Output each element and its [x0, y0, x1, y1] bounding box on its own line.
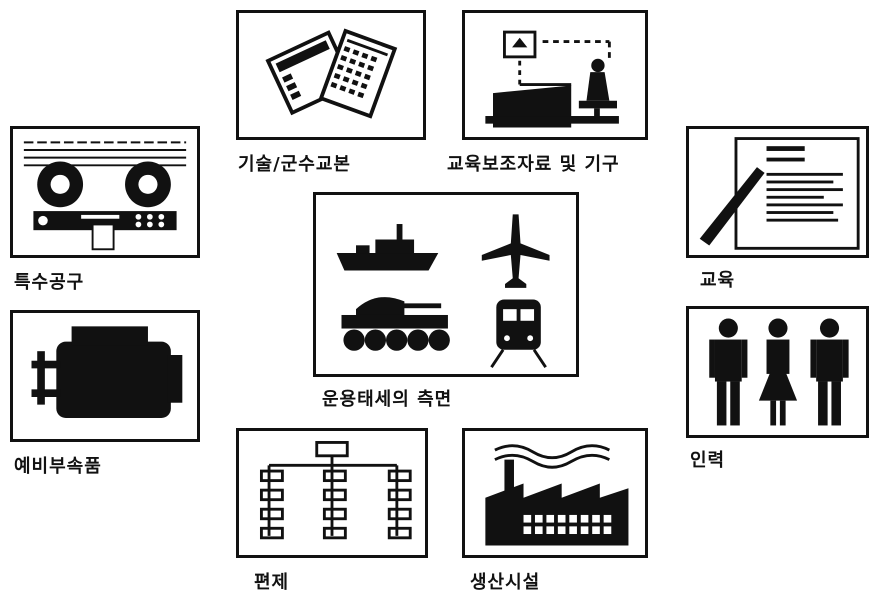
- reel-to-reel-icon: [23, 141, 187, 251]
- panel-manpower: [686, 306, 869, 438]
- label-spare-parts: 예비부속품: [14, 456, 102, 477]
- people-icon: [709, 318, 849, 426]
- label-center: 운용태세의 측면: [322, 389, 453, 410]
- panel-education: [686, 126, 869, 258]
- panel-organization: [236, 428, 428, 558]
- label-training-aids: 교육보조자료 및 기구: [447, 154, 620, 175]
- train-icon: [490, 299, 547, 369]
- label-education: 교육: [700, 270, 736, 291]
- panel-technical-manuals: [236, 10, 426, 140]
- panel-training-aids: [462, 10, 648, 140]
- panel-special-tools: [10, 126, 200, 258]
- label-organization: 편제: [254, 572, 290, 593]
- factory-icon: [485, 444, 629, 546]
- label-manpower: 인력: [690, 450, 726, 471]
- ship-icon: [336, 224, 439, 271]
- panel-production: [462, 428, 648, 558]
- manuals-icon: [265, 28, 398, 119]
- tank-icon: [341, 297, 450, 351]
- label-special-tools: 특수공구: [14, 272, 85, 293]
- document-pen-icon: [699, 137, 860, 250]
- airplane-icon: [481, 214, 550, 288]
- label-technical-manuals: 기술/군수교본: [238, 154, 351, 175]
- panel-spare-parts: [10, 310, 200, 442]
- org-chart-icon: [259, 441, 412, 540]
- training-console-icon: [485, 30, 619, 128]
- panel-center: [313, 192, 579, 377]
- engine-icon: [31, 326, 183, 418]
- label-production: 생산시설: [470, 572, 541, 593]
